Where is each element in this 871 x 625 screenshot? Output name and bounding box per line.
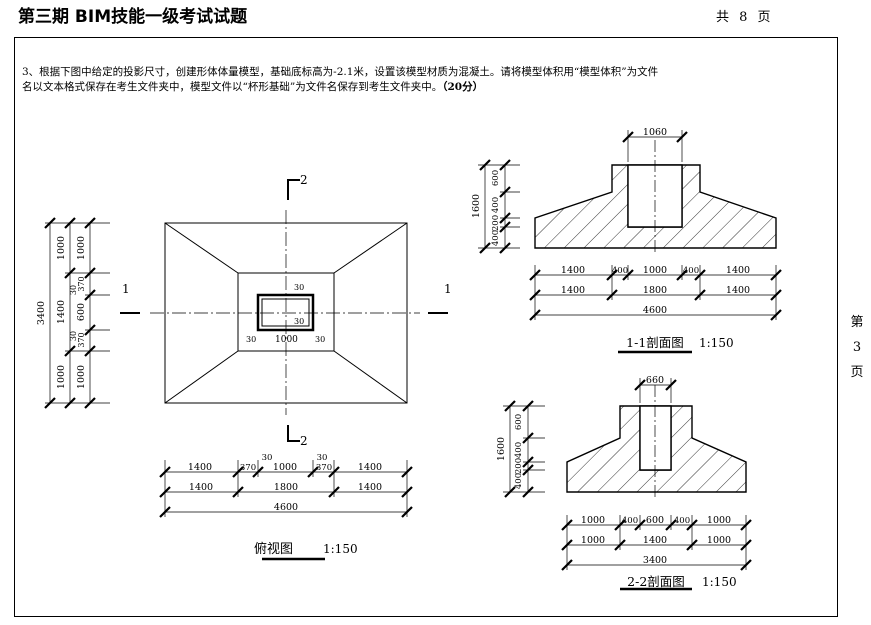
side-char-2: 3 <box>852 340 862 355</box>
page-frame <box>14 37 838 617</box>
plan-labels: 1 1 2 2 3400 1000 1400 1000 1000 30 370 … <box>36 173 452 557</box>
exam-title: 第三期 BIM技能一级考试试题 <box>18 7 248 27</box>
s2-left-2: 400 <box>514 442 524 458</box>
plan-cut-1-right: 1 <box>444 282 452 296</box>
s2-r1-5: 1000 <box>707 515 731 526</box>
s2-r2-2: 1400 <box>643 535 667 546</box>
s1-r2-1: 1400 <box>561 285 585 296</box>
plan-cut-2-top: 2 <box>300 173 308 187</box>
s1-r1-1: 1400 <box>561 265 585 276</box>
question-line-2-text: 名以文本格式保存在考生文件夹中，模型文件以“杯形基础”为文件名保存到考生文件夹中… <box>22 81 443 93</box>
plan-inner-3: 30 <box>246 335 256 344</box>
section-2-labels: 660 1600 600 400 200 400 1000 400 600 40… <box>496 375 737 589</box>
plan-bottom-r1-3: 30 <box>262 453 273 463</box>
s2-left-4: 400 <box>514 473 524 489</box>
plan-dim-left-6: 370 <box>77 276 86 291</box>
s2-left-total: 1600 <box>496 437 507 461</box>
plan-bottom-r1-1: 1400 <box>188 462 212 473</box>
s2-left-3: 200 <box>514 458 524 474</box>
plan-inner-4: 1000 <box>275 335 298 345</box>
s2-r1-3: 600 <box>646 515 664 526</box>
side-char-1: 第 <box>850 315 864 330</box>
plan-dim-left-3: 1000 <box>56 365 67 389</box>
s1-left-1: 600 <box>491 170 501 186</box>
s1-r1-2: 400 <box>612 266 628 276</box>
plan-bottom-r1-5: 30 <box>317 453 328 463</box>
s1-scale: 1:150 <box>699 336 734 350</box>
s2-r1-4: 400 <box>674 516 690 526</box>
s1-r1-5: 1400 <box>726 265 750 276</box>
plan-bottom-r1-7: 1400 <box>358 462 382 473</box>
plan-dim-left-2: 1400 <box>56 300 67 324</box>
plan-cup-outer <box>256 293 315 332</box>
s2-left-1: 600 <box>514 414 524 430</box>
plan-dim-left-4: 1000 <box>76 236 87 260</box>
plan-inner-2: 30 <box>294 317 304 326</box>
plan-dim-left-5: 30 <box>69 285 78 295</box>
plan-bottom-r2-3: 1400 <box>358 482 382 493</box>
plan-dim-left-9: 30 <box>69 331 78 341</box>
section-1-view <box>478 130 782 354</box>
s2-r2-1: 1000 <box>581 535 605 546</box>
s2-title: 2-2剖面图 <box>627 574 685 589</box>
section-2-view <box>503 378 752 591</box>
plan-bottom-r1-4: 1000 <box>273 462 297 473</box>
section-1-labels: 1060 1600 600 400 200 400 1400 400 1000 … <box>471 127 750 350</box>
s2-r2-3: 1000 <box>707 535 731 546</box>
plan-dim-left-10: 1000 <box>76 365 87 389</box>
question-score: （20分） <box>442 81 484 93</box>
s1-left-4: 400 <box>491 230 501 246</box>
plan-dim-left-total: 3400 <box>36 301 47 325</box>
s1-left-2: 400 <box>491 197 501 213</box>
s2-r1-1: 1000 <box>581 515 605 526</box>
side-char-3: 页 <box>850 365 864 380</box>
plan-dim-left-7: 600 <box>76 303 87 321</box>
plan-inner-1: 30 <box>294 283 304 292</box>
plan-dim-left-1: 1000 <box>56 236 67 260</box>
plan-inner-5: 30 <box>315 335 325 344</box>
s1-r1-4: 400 <box>683 266 699 276</box>
plan-cut-1-left: 1 <box>122 282 130 296</box>
s1-title: 1-1剖面图 <box>626 335 684 350</box>
s1-r2-2: 1800 <box>643 285 667 296</box>
question-line-1: 3、根据下图中给定的投影尺寸，创建形体体量模型，基础底标高为-2.1米，设置该模… <box>22 66 659 78</box>
plan-bottom-r2-2: 1800 <box>274 482 298 493</box>
total-pages: 共 8 页 <box>716 10 771 25</box>
page-number-side: 第 3 页 <box>848 310 866 385</box>
s1-left-total: 1600 <box>471 194 482 218</box>
s1-top-dim: 1060 <box>643 127 667 138</box>
plan-scale: 1:150 <box>323 542 358 556</box>
s2-top-dim: 660 <box>646 375 664 386</box>
plan-view <box>44 179 448 561</box>
s1-left-3: 200 <box>491 215 501 231</box>
plan-bottom-r3: 4600 <box>274 502 298 513</box>
s2-scale: 1:150 <box>702 575 737 589</box>
plan-cup-inner <box>261 298 310 327</box>
s1-r1-3: 1000 <box>643 265 667 276</box>
s2-r3: 3400 <box>643 555 667 566</box>
plan-bottom-r2-1: 1400 <box>189 482 213 493</box>
plan-bottom-r1-6: 370 <box>316 463 332 473</box>
s1-r3: 4600 <box>643 305 667 316</box>
s1-r2-3: 1400 <box>726 285 750 296</box>
plan-title: 俯视图 <box>254 541 293 557</box>
plan-bottom-r1-2: 370 <box>240 463 256 473</box>
plan-dim-left-8: 370 <box>77 332 86 347</box>
plan-cut-2-bottom: 2 <box>300 434 308 448</box>
question-text: 3、根据下图中给定的投影尺寸，创建形体体量模型，基础底标高为-2.1米，设置该模… <box>22 65 822 95</box>
s2-r1-2: 400 <box>622 516 638 526</box>
question-line-2: 名以文本格式保存在考生文件夹中，模型文件以“杯形基础”为文件名保存到考生文件夹中… <box>22 80 822 95</box>
